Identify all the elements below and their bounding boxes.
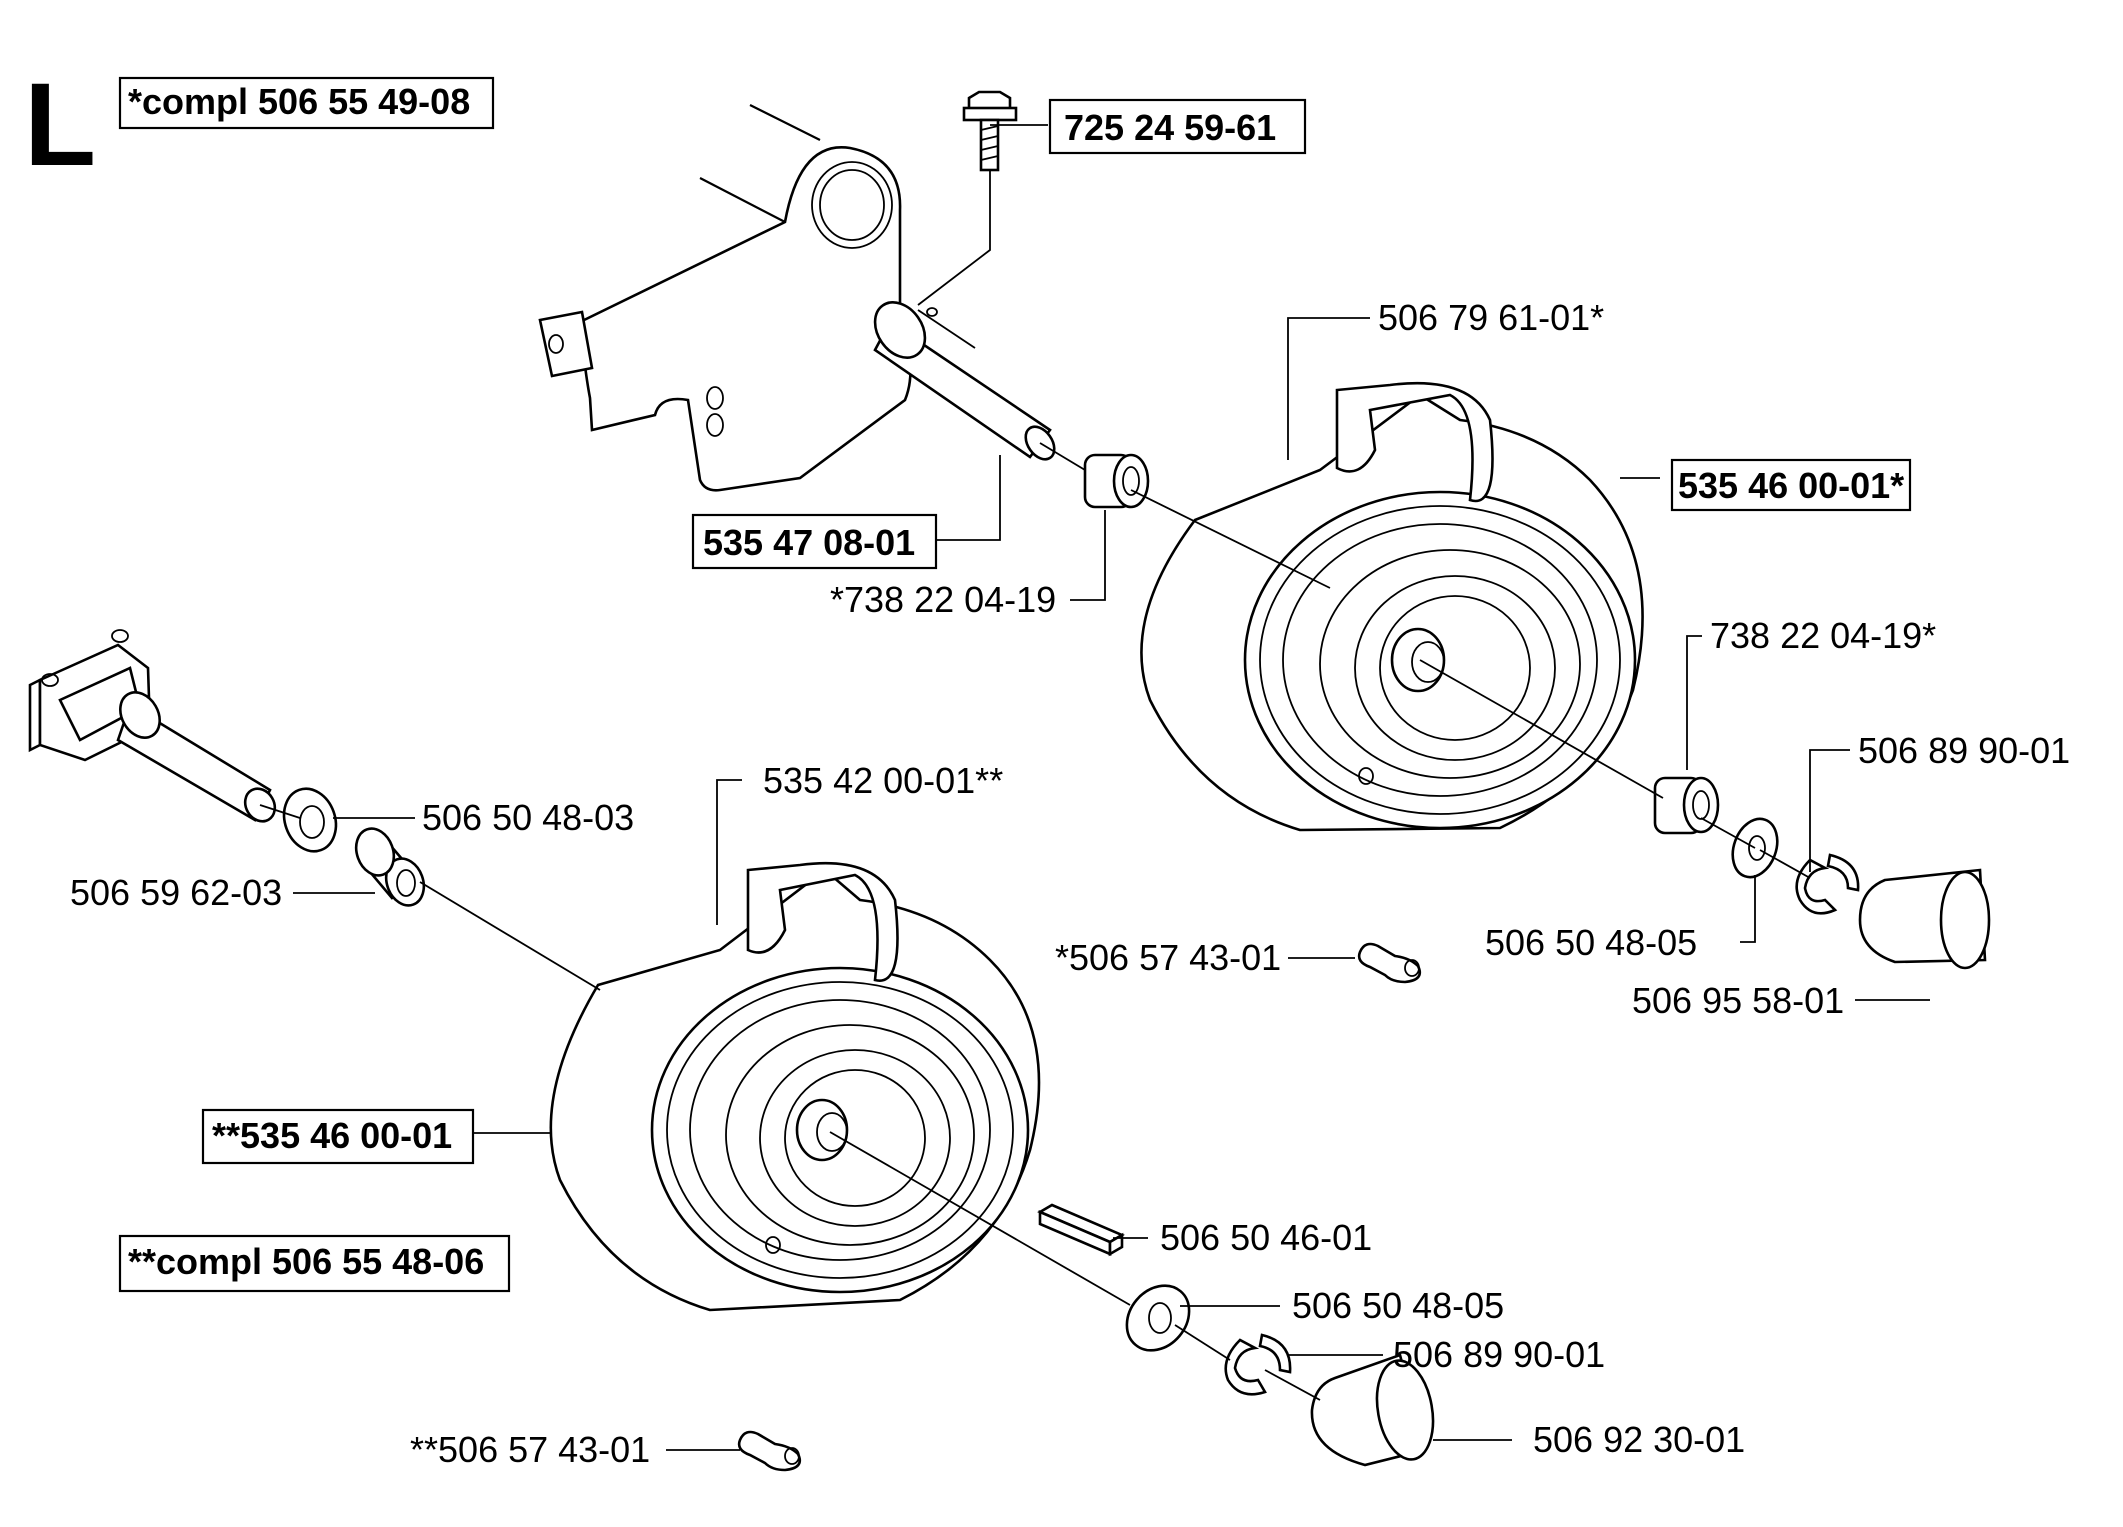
compl-top-label: *compl 506 55 49-08 [128,81,470,122]
bearing-top-right-label: 738 22 04-19* [1710,615,1936,656]
bolt-drawing [962,90,1018,172]
wheel-top-tire-box [1670,458,1912,512]
cap-bottom-label: 506 92 30-01 [1533,1419,1745,1460]
washer-axle-drawing [282,787,338,853]
wheel-bottom-drawing [549,861,1041,1312]
wheel-top-drawing [1140,381,1644,832]
valve-bottom-drawing [737,1430,802,1472]
valve-top-label: *506 57 43-01 [1055,937,1281,978]
wheel-bottom-tire-label: **535 46 00-01 [212,1115,452,1156]
compl-bottom-label: **compl 506 55 48-06 [128,1241,484,1282]
washer-bottom-drawing [1125,1284,1191,1352]
axle-bracket-drawing [538,104,1056,492]
section-letter: L [24,59,96,191]
washer-axle-label: 506 50 48-03 [422,797,634,838]
cap-top-drawing [1858,868,1991,970]
cap-bottom-drawing [1310,1353,1435,1467]
valve-bottom-label: **506 57 43-01 [410,1429,650,1470]
bearing-top-left-drawing [1083,453,1150,509]
bearing-top-right-drawing [1653,776,1720,835]
bolt-box [1048,98,1307,155]
clip-bottom-drawing [1224,1333,1292,1396]
wheel-bottom-tire-box [201,1108,475,1165]
clip-bottom-label: 506 89 90-01 [1393,1334,1605,1375]
bearing-top-left-label: *738 22 04-19 [830,579,1056,620]
washer-top-label: 506 50 48-05 [1485,922,1697,963]
clip-top-drawing [1795,853,1860,915]
cap-top-label: 506 95 58-01 [1632,980,1844,1021]
key-drawing [1037,1203,1125,1257]
compl-bottom-box [118,1234,511,1293]
spacer-drawing [354,827,426,907]
wheel-bottom-rim-label: 535 42 00-01** [763,760,1003,801]
axle-top-box [691,513,938,570]
axle-stub-drawing [28,629,277,823]
bolt-label: 725 24 59-61 [1064,107,1276,148]
key-label: 506 50 46-01 [1160,1217,1372,1258]
leader-lines [259,124,1930,1451]
spacer-label: 506 59 62-03 [70,872,282,913]
axle-top-label: 535 47 08-01 [703,522,915,563]
clip-top-label: 506 89 90-01 [1858,730,2070,771]
valve-top-drawing [1357,942,1422,984]
washer-bottom-label: 506 50 48-05 [1292,1285,1504,1326]
wheel-top-rim-label: 506 79 61-01* [1378,297,1604,338]
compl-top-box [118,76,495,130]
wheel-top-tire-label: 535 46 00-01* [1678,465,1904,506]
